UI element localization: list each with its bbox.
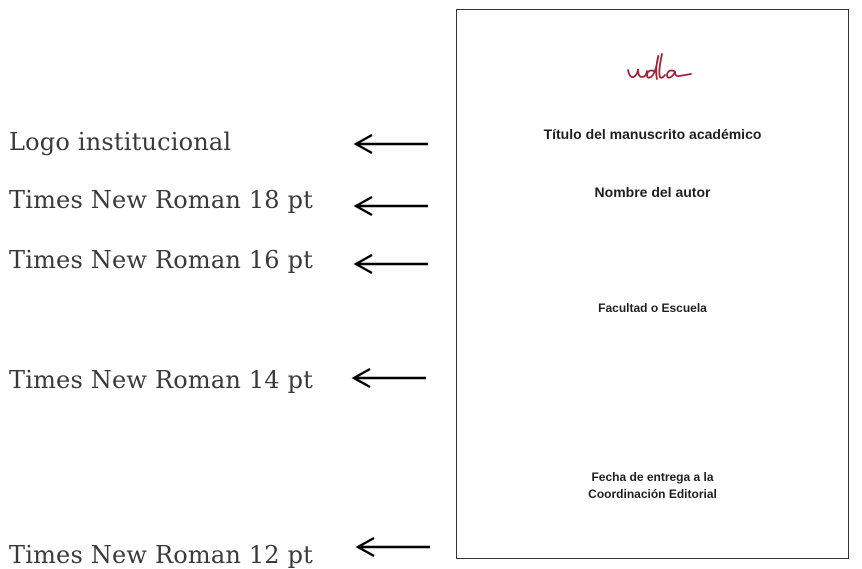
submission-date-line1: Fecha de entrega a la <box>591 470 714 484</box>
label-12pt: Times New Roman 12 pt <box>9 541 314 569</box>
arrow-left-icon <box>355 536 430 558</box>
label-14pt: Times New Roman 14 pt <box>9 366 314 394</box>
submission-date-line2: Coordinación Editorial <box>588 487 717 501</box>
label-18pt: Times New Roman 18 pt <box>9 186 314 214</box>
arrow-left-icon <box>353 195 428 217</box>
label-16pt: Times New Roman 16 pt <box>9 246 314 274</box>
faculty-name: Facultad o Escuela <box>598 301 707 315</box>
cover-page: udla Título del manuscrito académico Nom… <box>456 9 849 559</box>
arrow-left-icon <box>353 133 428 155</box>
udla-logo: udla <box>627 53 692 80</box>
label-logo: Logo institucional <box>9 128 232 156</box>
author-name: Nombre del autor <box>594 184 711 200</box>
arrow-left-icon <box>353 253 428 275</box>
arrow-left-icon <box>351 367 426 389</box>
manuscript-title: Título del manuscrito académico <box>543 126 762 142</box>
